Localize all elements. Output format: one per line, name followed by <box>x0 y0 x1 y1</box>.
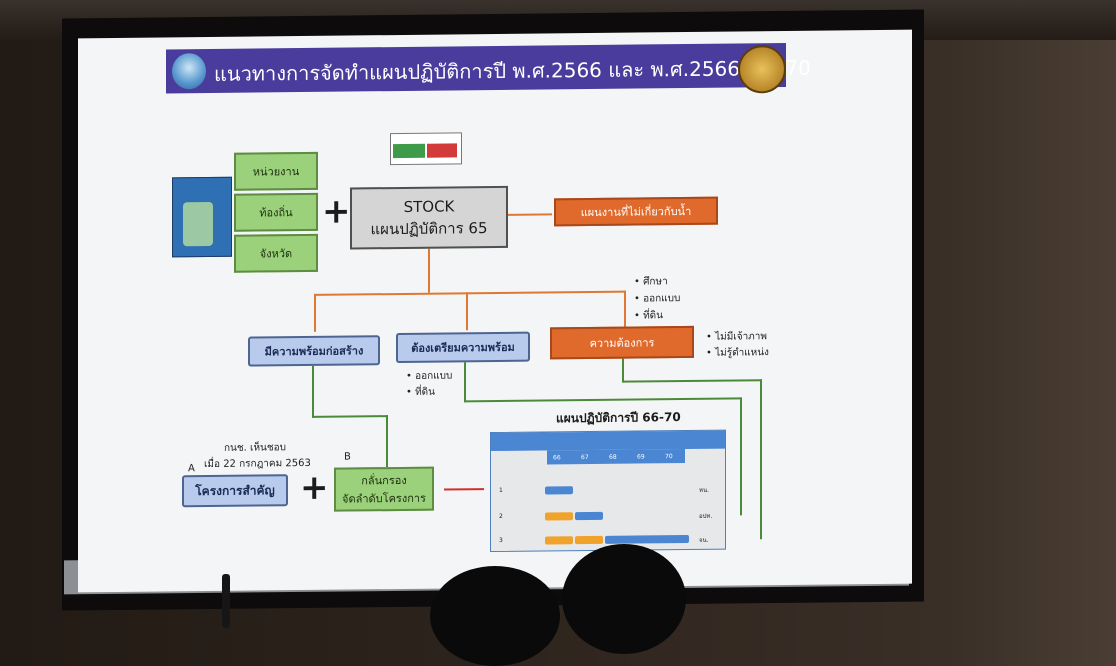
plan-table: 66 67 68 69 70 1 หน. 2 อปท. 3 จน. <box>490 429 726 553</box>
arrow-prepare-down <box>464 362 466 403</box>
row-1-no: 1 <box>499 486 503 494</box>
input-agency: หน่วยงาน <box>234 151 318 191</box>
plan-title: แผนปฏิบัติการปี 66-70 <box>556 410 681 426</box>
row-2-owner: อปท. <box>699 512 713 520</box>
audience-head-1 <box>430 566 560 666</box>
plus-sign: + <box>322 191 351 232</box>
need-right-unknown: • ไม่รู้ตำแหน่ง <box>706 347 769 359</box>
arrow-prepare-right <box>464 397 742 403</box>
label-a: A <box>188 463 195 475</box>
row-3-owner: จน. <box>699 536 709 544</box>
screening-line2: จัดลำดับโครงการ <box>342 491 426 506</box>
need-item-study: • ศึกษา <box>634 276 668 288</box>
row-1-owner: หน. <box>699 486 709 494</box>
arrow-ready-down <box>312 365 314 418</box>
arrow-to-need <box>624 290 626 327</box>
approval-line2: เมื่อ 22 กรกฎาคม 2563 <box>204 457 311 471</box>
arrow-ready-to-screen <box>386 415 388 468</box>
audience-head-2 <box>562 544 686 654</box>
row-2-bar-b <box>575 511 603 521</box>
arrow-prepare-to-table <box>740 397 742 516</box>
screening-line1: กลั่นกรอง <box>361 473 407 488</box>
year-67: 67 <box>581 454 589 462</box>
slide-title: แนวทางการจัดทำแผนปฏิบัติการปี พ.ศ.2566 แ… <box>214 55 811 86</box>
need-box: ความต้องการ <box>550 325 694 360</box>
stock-box: STOCK แผนปฏิบัติการ 65 <box>350 185 508 250</box>
thumbnail-red-cell <box>427 143 457 158</box>
arrow-to-ready <box>314 293 316 332</box>
arrow-to-prepare <box>466 292 468 331</box>
label-b: B <box>344 451 351 463</box>
emblem-icon <box>738 44 786 94</box>
input-local: ท้องถิ่น <box>234 192 318 232</box>
approval-line1: กนช. เห็นชอบ <box>224 442 287 454</box>
row-3-no: 3 <box>499 536 503 544</box>
need-right-no-host: • ไม่มีเจ้าภาพ <box>706 331 767 343</box>
microphone <box>222 574 230 628</box>
row-2-no: 2 <box>499 512 503 520</box>
prepare-item-design: • ออกแบบ <box>406 370 453 382</box>
row-2-bar-a <box>545 512 573 521</box>
not-water-box: แผนงานที่ไม่เกี่ยวกับน้ำ <box>554 196 718 227</box>
arrow-to-not-water <box>508 213 552 216</box>
need-item-land: • ที่ดิน <box>634 310 663 322</box>
phone-screen <box>183 201 213 247</box>
year-66: 66 <box>553 454 561 462</box>
stock-thumbnail <box>390 132 462 166</box>
thumbnail-green-cell <box>393 143 425 159</box>
stock-plan-label: แผนปฏิบัติการ 65 <box>370 219 488 239</box>
water-logo-icon <box>172 53 206 90</box>
year-70: 70 <box>665 453 673 461</box>
app-poster-icon <box>172 176 232 258</box>
ready-box: มีความพร้อมก่อสร้าง <box>248 335 380 367</box>
projected-slide: แนวทางการจัดทำแผนปฏิบัติการปี พ.ศ.2566 แ… <box>78 29 912 593</box>
input-province: จังหวัด <box>234 233 318 273</box>
arrow-need-down <box>622 358 624 383</box>
arrow-need-to-table <box>760 379 762 540</box>
slide-title-bar: แนวทางการจัดทำแผนปฏิบัติการปี พ.ศ.2566 แ… <box>166 42 811 94</box>
arrow-ready-right <box>312 415 388 418</box>
row-3-bar-b <box>575 535 603 545</box>
row-3-bar-c <box>605 534 689 544</box>
arrow-split <box>314 290 626 296</box>
row-1-bar <box>545 486 573 495</box>
stock-label: STOCK <box>403 197 455 216</box>
table-header <box>491 430 725 452</box>
need-item-design: • ออกแบบ <box>634 293 681 305</box>
arrow-stock-down <box>428 248 430 293</box>
year-68: 68 <box>609 453 617 461</box>
plus-sign-2: + <box>300 467 329 509</box>
prepare-item-land: • ที่ดิน <box>406 386 435 398</box>
arrow-need-right <box>622 379 762 383</box>
screening-box: กลั่นกรอง จัดลำดับโครงการ <box>334 466 434 512</box>
arrow-screen-to-table <box>444 488 484 491</box>
year-69: 69 <box>637 453 645 461</box>
prepare-box: ต้องเตรียมความพร้อม <box>396 331 530 364</box>
important-project-box: โครงการสำคัญ <box>182 474 288 508</box>
row-3-bar-a <box>545 536 573 545</box>
